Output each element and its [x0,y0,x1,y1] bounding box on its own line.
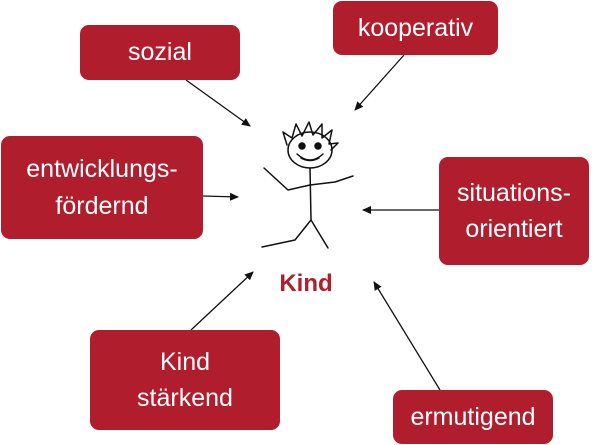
center-label: Kind [279,270,333,297]
stick-figure-icon [261,121,354,249]
node-entwicklungsfoerdernd: entwicklungs- fördernd [1,136,203,239]
arrow-sozial [185,79,251,127]
node-situationsorientiert: situations- orientiert [439,157,589,265]
arrow-kind-staerkend [190,271,254,331]
arrow-ermutigend [373,281,441,391]
arrow-entwicklungsfoerdernd [202,192,239,201]
node-kooperativ: kooperativ [333,1,498,55]
node-sozial: sozial [80,25,240,80]
arrow-kooperativ [354,54,405,111]
node-kind-staerkend: Kind stärkend [90,330,280,430]
node-ermutigend: ermutigend [393,390,553,444]
